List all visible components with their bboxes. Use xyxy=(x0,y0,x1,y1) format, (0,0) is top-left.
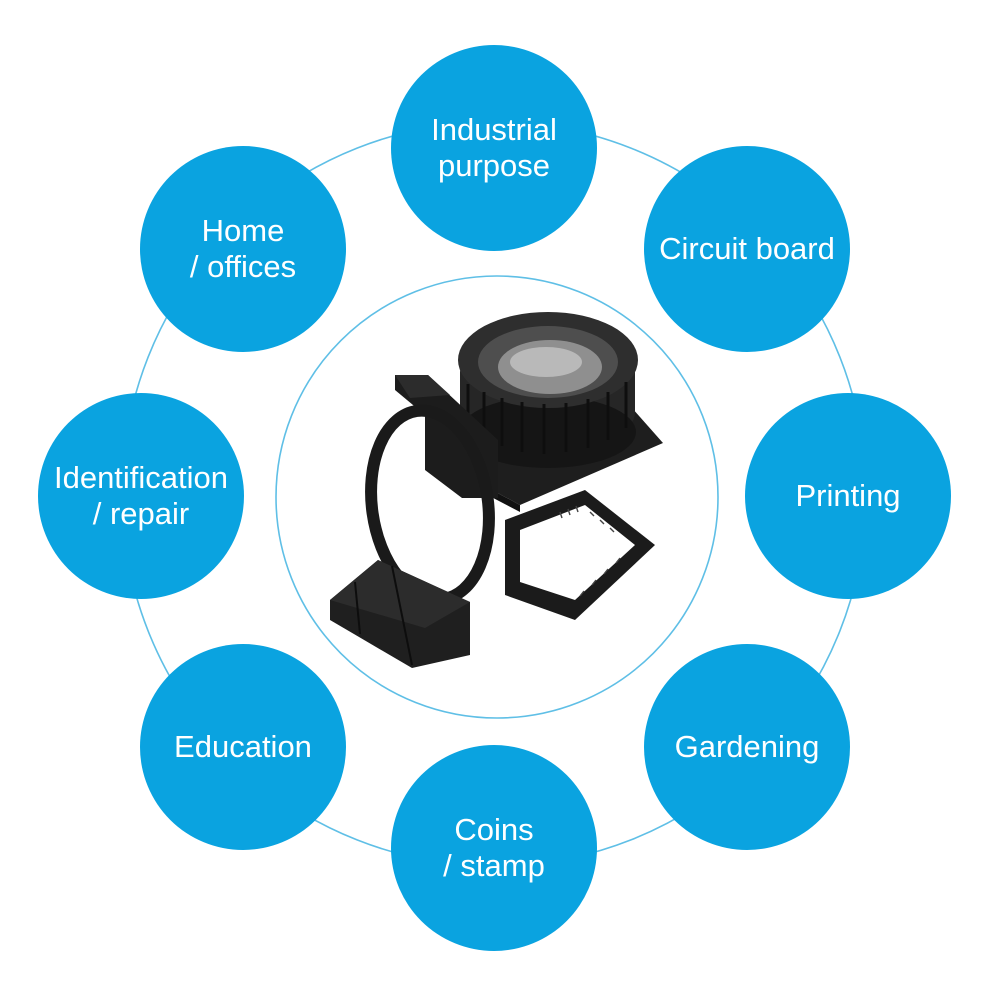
bubble-home-offices: Home / offices xyxy=(140,146,346,352)
bubble-label-line2: purpose xyxy=(437,148,551,183)
bubble-coins-stamp: Coins / stamp xyxy=(391,745,597,951)
bubble-gardening: Gardening xyxy=(644,644,850,850)
bubble-circuit-board: Circuit board xyxy=(644,146,850,352)
loupe-magnifier-icon xyxy=(330,312,663,668)
bubble-label-line1: Identification xyxy=(53,460,229,495)
bubble-education: Education xyxy=(140,644,346,850)
bubble-label-line1: Circuit board xyxy=(659,231,835,266)
bubble-label-line1: Gardening xyxy=(674,729,820,764)
inner-ring xyxy=(275,275,719,719)
bubble-label-line2: / stamp xyxy=(443,848,545,883)
bubble-identification-repair: Identification / repair xyxy=(38,393,244,599)
bubble-industrial-purpose: Industrial purpose xyxy=(391,45,597,251)
bubble-label-line2: / repair xyxy=(92,496,190,531)
bubble-label-line1: Industrial xyxy=(431,112,557,147)
bubble-label-line2: / offices xyxy=(189,249,297,284)
bubble-label-line1: Coins xyxy=(454,812,534,847)
bubble-label-line1: Home xyxy=(201,213,285,248)
bubble-label-line1: Education xyxy=(174,729,312,764)
bubble-label-line1: Printing xyxy=(795,478,901,513)
bubble-printing: Printing xyxy=(745,393,951,599)
